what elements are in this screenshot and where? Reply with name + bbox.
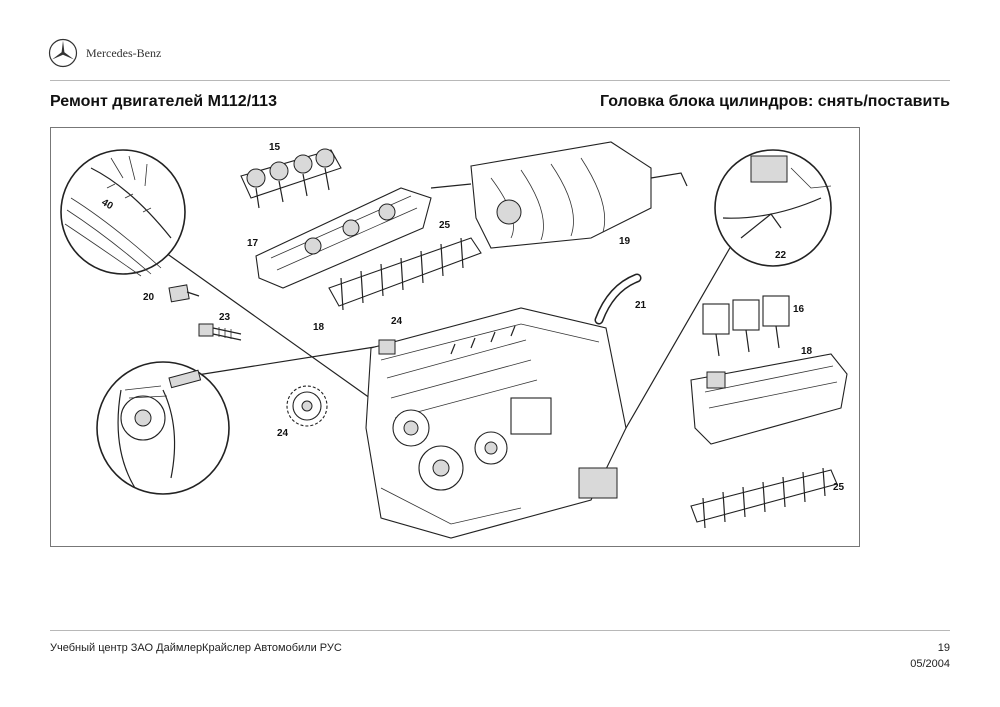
- part-24-sprocket: 24: [277, 385, 328, 439]
- callout-23: 23: [219, 312, 231, 323]
- callout-17: 17: [247, 238, 259, 249]
- part-23-bolt: 23: [198, 312, 242, 341]
- brand-name: Mercedes-Benz: [86, 45, 162, 60]
- page-number: 19: [937, 642, 950, 654]
- part-17-head-cover: 17: [247, 187, 432, 289]
- part-15-ignition-coils: 15: [240, 142, 342, 209]
- callout-18-right: 18: [801, 346, 813, 357]
- detail-part-22: 22: [714, 149, 832, 267]
- engine-block: [365, 307, 627, 539]
- part-18-head-cover: 18: [690, 346, 848, 445]
- callout-15: 15: [269, 142, 281, 153]
- document-title: Ремонт двигателей М112/113: [50, 93, 277, 110]
- callout-22: 22: [775, 250, 787, 261]
- engine-exploded-diagram: 40 22 15: [50, 127, 860, 547]
- detail-timing-chain: [96, 361, 230, 495]
- part-16-ignition-coils: 16: [702, 295, 805, 357]
- callout-21: 21: [635, 300, 647, 311]
- footer-organization: Учебный центр ЗАО ДаймлерКрайслер Автомо…: [50, 642, 342, 654]
- leader-line-timing-mark: [158, 247, 392, 414]
- section-title: Головка блока цилиндров: снять/поставить: [600, 93, 950, 110]
- part-25-camshaft-lower: 25: [690, 467, 845, 529]
- header-rule: [50, 80, 950, 81]
- leader-line-chain: [190, 345, 382, 377]
- callout-25-upper: 25: [439, 220, 451, 231]
- part-25-camshaft-upper: 25: [328, 220, 482, 311]
- callout-25-lower: 25: [833, 482, 845, 493]
- leader-line-detail-22: [625, 245, 732, 429]
- scale-mark-label: 40: [100, 197, 116, 212]
- callout-24-upper: 24: [391, 316, 403, 327]
- callout-19: 19: [619, 236, 631, 247]
- part-20-sensor: 20: [143, 284, 200, 303]
- part-21-hose: 21: [594, 273, 647, 325]
- detail-timing-mark: 40: [60, 149, 186, 277]
- brand: Mercedes-Benz: [48, 38, 161, 68]
- mercedes-star-logo-icon: [48, 38, 78, 68]
- callout-16: 16: [793, 304, 805, 315]
- callout-18-left: 18: [313, 322, 325, 333]
- callout-24-lower: 24: [277, 428, 289, 439]
- publication-date: 05/2004: [910, 658, 950, 670]
- part-19-intake-manifold: 19: [430, 141, 688, 249]
- footer-rule: [50, 630, 950, 631]
- callout-20: 20: [143, 292, 155, 303]
